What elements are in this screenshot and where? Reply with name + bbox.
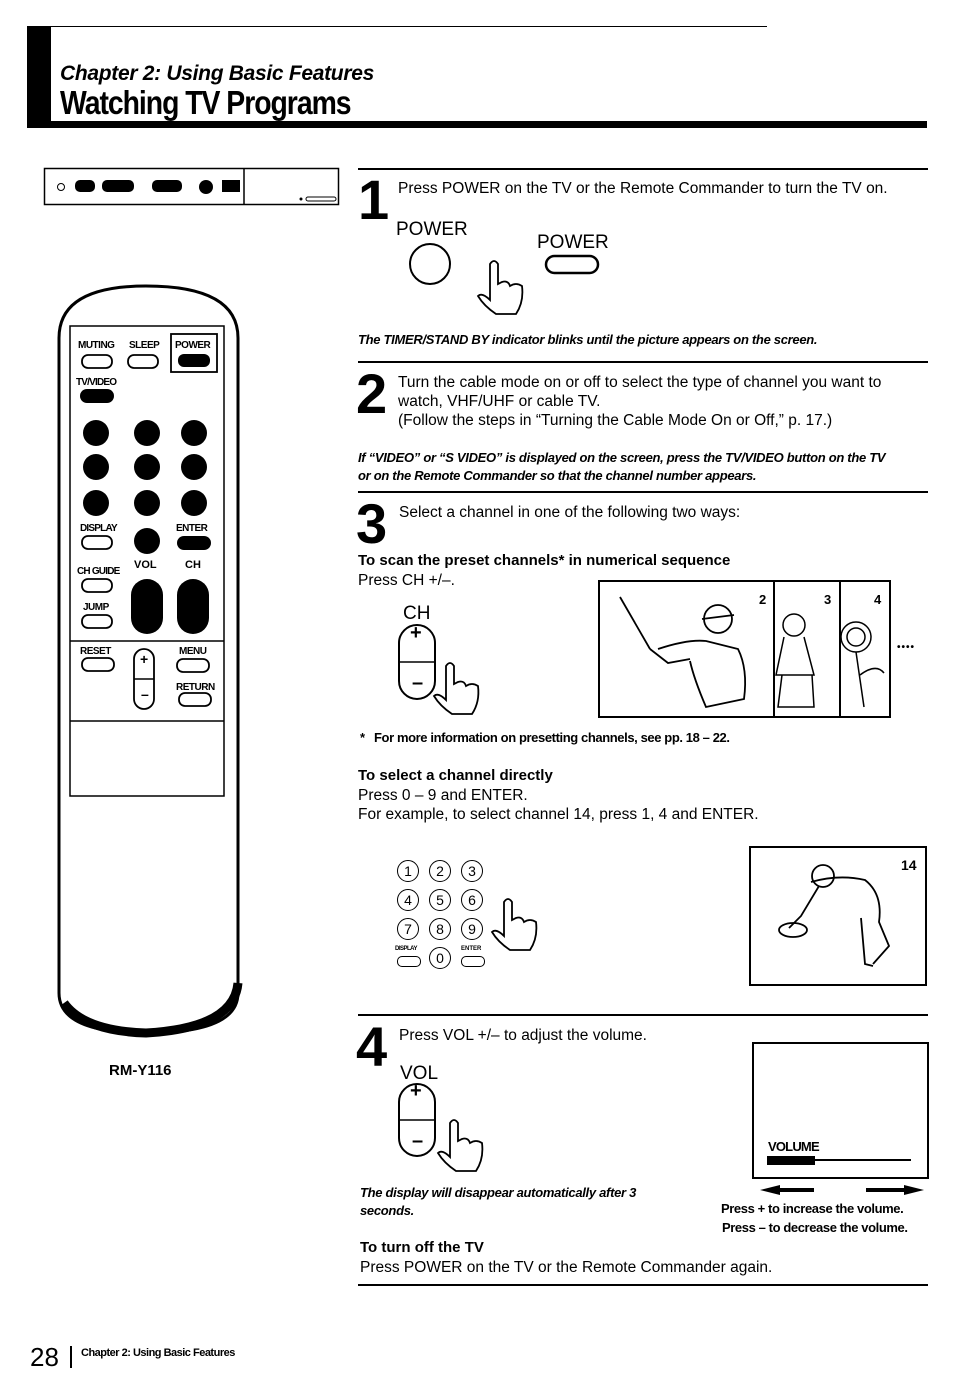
keypad-enter-label: ENTER (461, 946, 482, 952)
keypad-key-4: 4 (397, 889, 419, 911)
step3-footnote-mark: * (360, 730, 366, 745)
remote-menu-label: MENU (179, 646, 207, 657)
remote-ch-guide-label: CH GUIDE (77, 566, 120, 577)
step1-note: The TIMER/STAND BY indicator blinks unti… (358, 332, 818, 347)
step3-ch-rocker-illustration (398, 624, 480, 715)
step3-keypad-hand-icon (490, 898, 538, 951)
chapter-title: Chapter 2: Using Basic Features (60, 62, 374, 85)
step2-text-line1: Turn the cable mode on or off to select … (398, 374, 882, 391)
step3-screen-channel-14: 14 (901, 857, 917, 873)
turn-off-heading: To turn off the TV (360, 1239, 484, 1256)
header-top-rule (27, 26, 767, 27)
step4-volume-bar-track (767, 1159, 911, 1161)
remote-jump-label: JUMP (83, 602, 109, 613)
step3-ch-minus: – (412, 672, 424, 694)
keypad-key-0: 0 (429, 947, 451, 969)
step3-direct-text-line2: For example, to select channel 14, press… (358, 806, 759, 823)
step3-screen-channel-2: 2 (759, 592, 767, 607)
remote-enter-label: ENTER (176, 523, 208, 534)
step1-top-rule (358, 168, 928, 170)
remote-commander-illustration (57, 284, 243, 1038)
step3-scan-text: Press CH +/–. (358, 572, 455, 589)
step2-note-line2: or on the Remote Commander so that the c… (358, 468, 757, 483)
keypad-key-9: 9 (461, 918, 483, 940)
step2-text-line2: watch, VHF/UHF or cable TV. (398, 393, 601, 410)
step3-continuation-dots: •••• (897, 642, 916, 653)
step4-plus-text: Press + to increase the volume. (721, 1201, 904, 1216)
bottom-rule (358, 1284, 928, 1286)
keypad-display-key (397, 956, 421, 967)
step2-note-line1: If “VIDEO” or “S VIDEO” is displayed on … (358, 450, 886, 465)
keypad-enter-key (461, 956, 485, 967)
step3-direct-heading: To select a channel directly (358, 767, 553, 784)
step4-note: The display will disappear automatically… (360, 1185, 637, 1218)
remote-tv-video-label: TV/VIDEO (76, 377, 117, 388)
step1-tv-power-label: POWER (396, 219, 468, 240)
step4-number: 4 (356, 1015, 388, 1078)
step3-screen-channel-3: 3 (824, 592, 832, 607)
remote-muting-label: MUTING (78, 340, 115, 351)
step1-power-buttons-illustration (409, 243, 600, 315)
remote-reset-label: RESET (80, 646, 111, 657)
keypad-key-5: 5 (429, 889, 451, 911)
keypad-key-3: 3 (461, 860, 483, 882)
step4-minus-text: Press – to decrease the volume. (722, 1220, 908, 1235)
keypad-key-1: 1 (397, 860, 419, 882)
step3-direct-text-line1: Press 0 – 9 and ENTER. (358, 787, 528, 804)
step4-volume-screen-label: VOLUME (768, 1139, 820, 1154)
tv-front-panel-illustration (43, 167, 340, 206)
keypad-key-8: 8 (429, 918, 451, 940)
step4-vol-label: VOL (400, 1063, 439, 1084)
header-sidebar-bar (27, 26, 51, 126)
step3-keypad: 1 2 3 4 5 6 7 8 9 0 DISPLAY ENTER (395, 860, 547, 980)
step3-footnote: For more information on presetting chann… (374, 730, 730, 745)
step4-vol-plus: + (410, 1080, 422, 1102)
step3-scan-heading: To scan the preset channels* in numerica… (358, 552, 731, 569)
step4-vol-rocker-illustration (398, 1083, 484, 1172)
step3-top-rule (358, 491, 928, 493)
remote-return-label: RETURN (176, 682, 215, 693)
step4-vol-minus: – (412, 1130, 424, 1152)
step3-channel14-screen-illustration (749, 846, 927, 986)
step3-screen-channel-4: 4 (874, 592, 882, 607)
keypad-key-7: 7 (397, 918, 419, 940)
footer-chapter: Chapter 2: Using Basic Features (81, 1347, 235, 1359)
step1-number: 1 (358, 168, 390, 231)
remote-ch-label: CH (185, 559, 201, 571)
remote-model-label: RM-Y116 (109, 1062, 172, 1079)
step3-channel-screens-illustration (598, 580, 891, 718)
footer-page-number: 28 (30, 1342, 59, 1372)
step2-text-line3: (Follow the steps in “Turning the Cable … (398, 412, 833, 429)
remote-vol-label: VOL (134, 559, 157, 571)
step4-top-rule (358, 1014, 928, 1016)
turn-off-text: Press POWER on the TV or the Remote Comm… (360, 1259, 773, 1276)
keypad-display-label: DISPLAY (395, 946, 417, 952)
keypad-key-2: 2 (429, 860, 451, 882)
step3-ch-label: CH (403, 603, 431, 624)
step4-volume-bar-fill (767, 1156, 815, 1165)
step4-text: Press VOL +/– to adjust the volume. (399, 1027, 647, 1044)
step4-volume-arrows-icon (760, 1185, 924, 1195)
step2-number: 2 (356, 362, 388, 425)
step3-ch-plus: + (410, 622, 422, 644)
remote-minus-label: – (141, 686, 149, 702)
step4-volume-screen (752, 1042, 929, 1179)
step2-top-rule (358, 361, 928, 363)
step1-remote-power-label: POWER (537, 232, 609, 253)
keypad-key-6: 6 (461, 889, 483, 911)
page-title: Watching TV Programs (60, 84, 352, 121)
step3-text: Select a channel in one of the following… (399, 504, 741, 521)
step3-number: 3 (356, 492, 388, 555)
remote-sleep-label: SLEEP (129, 340, 160, 351)
remote-power-label: POWER (175, 340, 211, 351)
header-thick-rule (27, 121, 927, 128)
step1-text: Press POWER on the TV or the Remote Comm… (398, 180, 888, 197)
footer-separator (70, 1346, 72, 1368)
remote-display-label: DISPLAY (80, 523, 118, 534)
remote-plus-label: + (140, 651, 149, 667)
